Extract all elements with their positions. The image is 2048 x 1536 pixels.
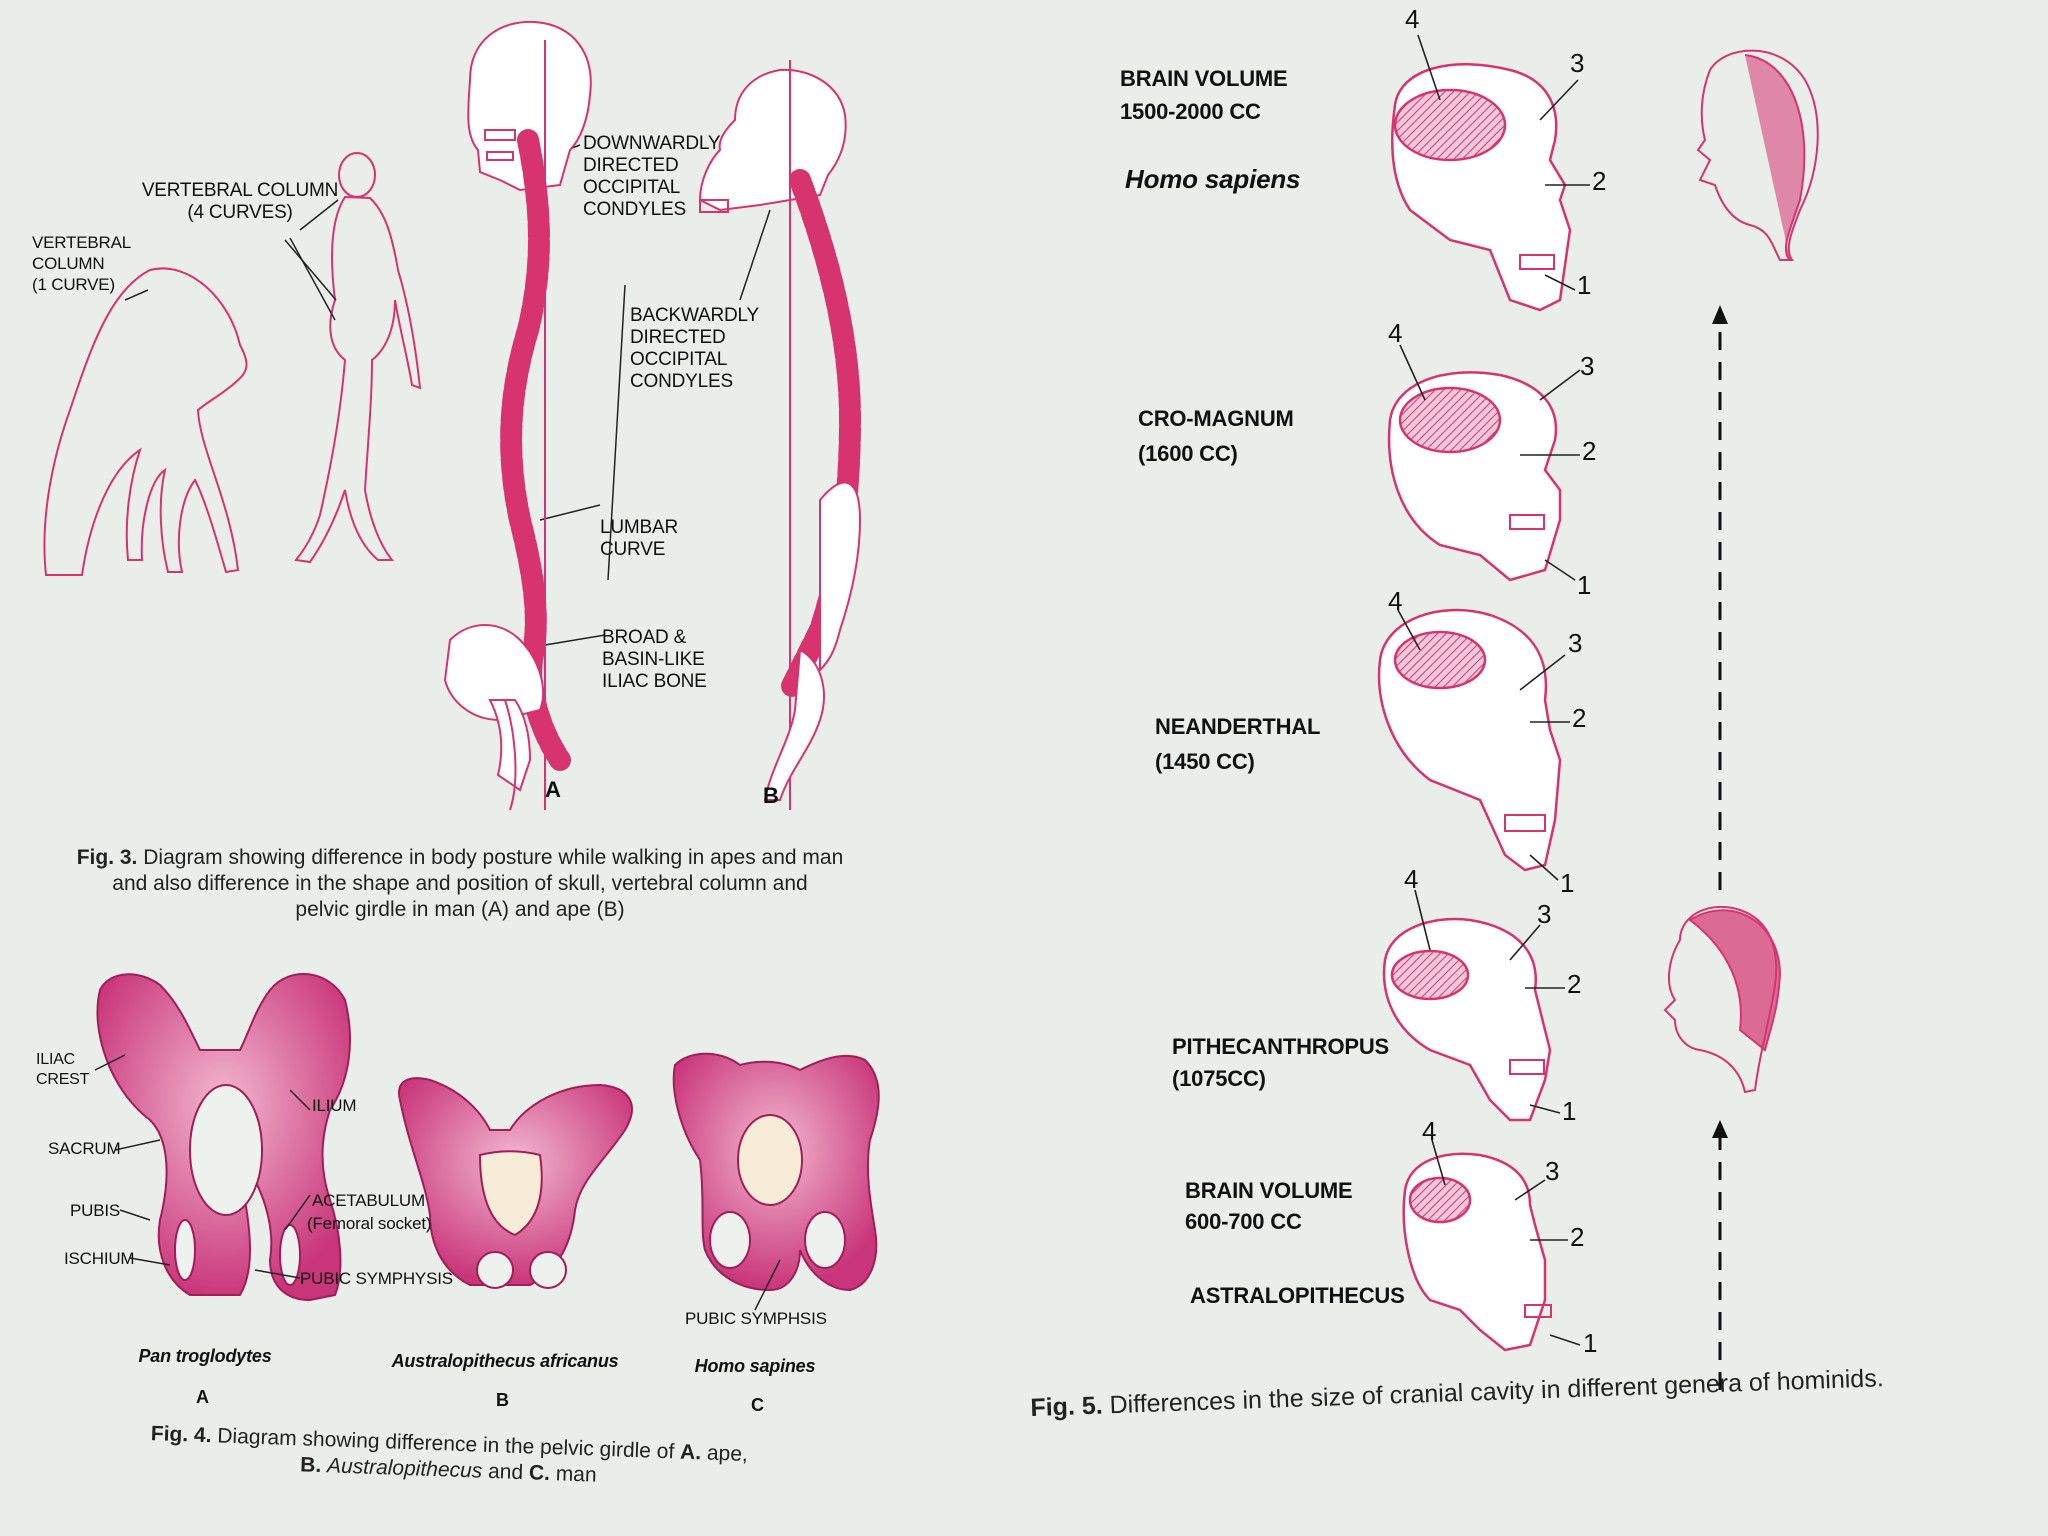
row1-name-line2: 1500-2000 CC <box>1120 99 1261 124</box>
label-backwardly-directed-condyles: BACKWARDLY DIRECTED OCCIPITAL CONDYLES <box>630 305 759 392</box>
label-pubic-symphysis-c: PUBIC SYMPHSIS <box>685 1309 827 1328</box>
fig4-leader-lines <box>94 1054 781 1311</box>
skull3-num4: 4 <box>1388 586 1403 616</box>
skull4-num3: 3 <box>1537 899 1552 929</box>
label-ilium: ILIUM <box>312 1096 357 1115</box>
row4-name-line2: (1075CC) <box>1172 1066 1266 1091</box>
skull2-num4: 4 <box>1388 318 1403 348</box>
skull2-num3: 3 <box>1580 351 1595 381</box>
row5-name-line1: BRAIN VOLUME <box>1185 1178 1353 1203</box>
skull3-num1: 1 <box>1560 868 1575 898</box>
fig5-leader-lines <box>1397 34 1590 1346</box>
skull1-num1: 1 <box>1577 270 1592 300</box>
label-sacrum: SACRUM <box>48 1139 121 1158</box>
skull5-num3: 3 <box>1545 1156 1560 1186</box>
label-skeleton-a: A <box>545 777 561 802</box>
row2-name-line1: CRO-MAGNUM <box>1138 406 1294 431</box>
fig5-modern-human-head <box>1696 49 1819 261</box>
label-species-b: Australopithecus africanus <box>391 1351 619 1371</box>
fig4-caption-prefix: Fig. 4. <box>150 1422 212 1448</box>
row5-name-line2: 600-700 CC <box>1185 1209 1302 1234</box>
label-femoral-socket: (Femoral socket) <box>307 1214 432 1233</box>
fig3-human-silhouette <box>294 152 422 564</box>
label-vertebral-column-4-curves: VERTEBRAL COLUMN (4 CURVES) <box>141 180 339 223</box>
fig4-caption-a: A. <box>679 1440 702 1465</box>
skull3-num2: 2 <box>1572 703 1587 733</box>
fig3-leader-lines <box>124 144 771 646</box>
fig4-caption-c: C. <box>528 1461 551 1486</box>
skull2-num1: 1 <box>1577 570 1592 600</box>
fig4-caption-b: B. <box>299 1453 322 1478</box>
fig5-evolution-arrow <box>1712 305 1728 1390</box>
fig5-skulls <box>1377 63 1572 1352</box>
label-species-c: Homo sapines <box>694 1356 816 1376</box>
label-pelvis-c: C <box>751 1395 764 1415</box>
row5-species: ASTRALOPITHECUS <box>1190 1283 1405 1308</box>
skull5-num2: 2 <box>1570 1222 1585 1252</box>
label-species-a: Pan troglodytes <box>138 1346 272 1366</box>
skull2-num2: 2 <box>1582 436 1597 466</box>
row4-name-line1: PITHECANTHROPUS <box>1172 1034 1390 1059</box>
row2-name-line2: (1600 CC) <box>1138 441 1238 466</box>
fig4-caption-and: and <box>487 1459 524 1485</box>
label-lumbar-curve: LUMBAR CURVE <box>600 517 678 560</box>
row1-name-line1: BRAIN VOLUME <box>1120 66 1288 91</box>
fig4-caption-b-text: Australopithecus <box>326 1454 483 1483</box>
label-downwardly-directed-condyles: DOWNWARDLY DIRECTED OCCIPITAL CONDYLES <box>583 133 721 220</box>
fig4-pelvis-c <box>672 1052 880 1292</box>
fig3-caption-prefix: Fig. 3. <box>76 846 138 869</box>
fig3-caption: Fig. 3. Diagram showing difference in bo… <box>30 845 890 923</box>
fig5-early-human-head <box>1663 905 1782 1094</box>
fig3-ape-silhouette <box>43 267 248 576</box>
fig4-caption-c-text: man <box>555 1462 598 1487</box>
fig5-teeth <box>1504 254 1555 1318</box>
label-pelvis-a: A <box>196 1387 209 1407</box>
label-pubic-symphysis-a: PUBIC SYMPHYSIS <box>300 1269 453 1288</box>
label-ischium: ISCHIUM <box>64 1249 135 1268</box>
label-acetabulum: ACETABULUM <box>312 1191 425 1210</box>
fig4-caption-a-text: ape, <box>706 1441 749 1466</box>
label-skeleton-b: B <box>763 783 779 808</box>
label-iliac-crest: ILIAC CREST <box>36 1051 90 1088</box>
skull1-num2: 2 <box>1592 166 1607 196</box>
fig3-ape-skeleton <box>698 60 862 810</box>
row1-species: Homo sapiens <box>1125 164 1301 194</box>
fig4-pelvis-b <box>398 1077 633 1289</box>
label-pubis: PUBIS <box>70 1201 121 1220</box>
skull3-num3: 3 <box>1568 628 1583 658</box>
skull5-num1: 1 <box>1583 1328 1598 1358</box>
skull1-num3: 3 <box>1570 48 1585 78</box>
fig3-man-skeleton <box>443 20 592 811</box>
skull1-num4: 4 <box>1405 4 1420 34</box>
row3-name-line2: (1450 CC) <box>1155 749 1255 774</box>
skull4-num4: 4 <box>1404 864 1419 894</box>
label-vertebral-column-1-curve: VERTEBRAL COLUMN (1 CURVE) <box>32 233 131 294</box>
row3-name-line1: NEANDERTHAL <box>1155 714 1321 739</box>
fig3-caption-text: Diagram showing difference in body postu… <box>112 846 844 921</box>
label-pelvis-b: B <box>496 1390 509 1410</box>
skull5-num4: 4 <box>1422 1116 1437 1146</box>
fig4-pelvis-a <box>96 973 351 1302</box>
skull4-num1: 1 <box>1562 1096 1577 1126</box>
fig5-caption-prefix: Fig. 5. <box>1029 1391 1104 1422</box>
label-iliac-bone: BROAD & BASIN-LIKE ILIAC BONE <box>602 627 707 692</box>
skull4-num2: 2 <box>1567 969 1582 999</box>
